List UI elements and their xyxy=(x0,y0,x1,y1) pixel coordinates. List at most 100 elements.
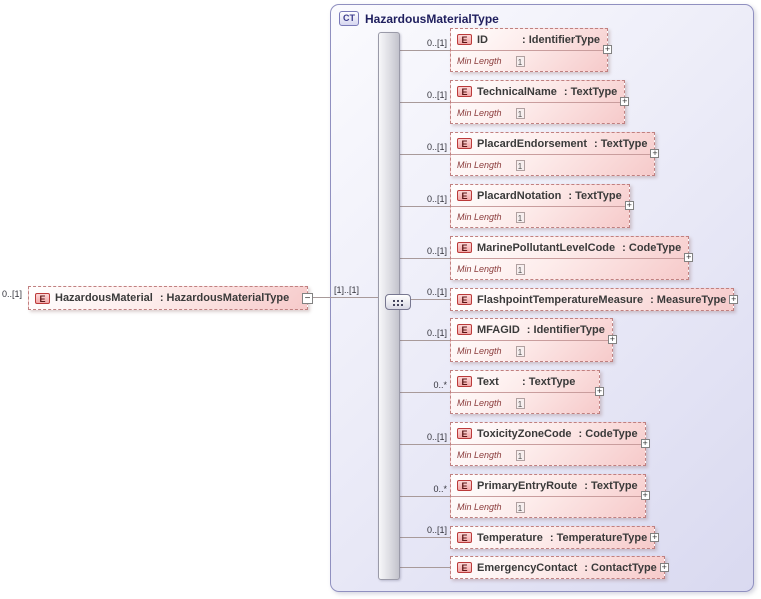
element-type: TextType xyxy=(584,480,638,492)
connector-line xyxy=(400,258,450,259)
facet-value-badge: 1 xyxy=(515,345,525,357)
element-icon: E xyxy=(35,292,50,304)
facet-label: Min Length xyxy=(457,264,502,274)
facet-value-badge: 1 xyxy=(515,397,525,409)
expand-button[interactable]: + xyxy=(640,438,650,448)
element-name: MFAGID xyxy=(477,323,520,336)
element-icon: E xyxy=(457,532,472,543)
element-icon: E xyxy=(457,428,472,439)
facet-label: Min Length xyxy=(457,502,502,512)
element-box[interactable]: E FlashpointTemperatureMeasure MeasureTy… xyxy=(450,288,739,311)
element-icon: E xyxy=(457,480,472,491)
expand-button[interactable]: + xyxy=(650,531,660,542)
element-name: ID xyxy=(477,33,488,46)
element-box[interactable]: E PlacardEndorsement TextType Min Length… xyxy=(450,132,660,176)
element-type: TextType xyxy=(564,86,618,98)
element-name-row: E Text TextType xyxy=(451,371,599,392)
element-icon: E xyxy=(457,376,472,387)
connector-line xyxy=(400,50,450,51)
root-element-box[interactable]: E HazardousMaterial HazardousMaterialTyp… xyxy=(28,286,308,310)
cardinality-label: 0..* xyxy=(433,484,447,494)
facet-label: Min Length xyxy=(457,346,502,356)
facet-label: Min Length xyxy=(457,160,502,170)
facet-value-badge: 1 xyxy=(515,501,525,513)
connector-line xyxy=(400,444,450,445)
facet-row: Min Length 1 xyxy=(451,444,645,465)
element-icon: E xyxy=(457,190,472,201)
element-name: PrimaryEntryRoute xyxy=(477,479,578,492)
complex-type-title: HazardousMaterialType xyxy=(365,11,499,26)
element-type: MeasureType xyxy=(650,294,727,306)
element-icon: E xyxy=(457,562,472,573)
expand-button[interactable]: + xyxy=(640,490,650,500)
connector-line xyxy=(400,496,450,497)
facet-label: Min Length xyxy=(457,212,502,222)
element-type: TemperatureType xyxy=(550,532,648,544)
element-type: TextType xyxy=(594,138,648,150)
element-name-row: E ToxicityZoneCode CodeType xyxy=(451,423,645,444)
element-name-row: E MarinePollutantLevelCode CodeType xyxy=(451,237,688,258)
facet-value-badge: 1 xyxy=(515,107,525,119)
facet-label: Min Length xyxy=(457,56,502,66)
facet-row: Min Length 1 xyxy=(451,340,612,361)
element-name-row: E Temperature TemperatureType xyxy=(451,527,654,548)
facet-label: Min Length xyxy=(457,108,502,118)
element-box[interactable]: E ToxicityZoneCode CodeType Min Length 1… xyxy=(450,422,650,466)
cardinality-label: 0..[1] xyxy=(426,90,447,100)
expand-button[interactable]: + xyxy=(659,561,669,572)
element-type: CodeType xyxy=(579,428,637,440)
facet-value-badge: 1 xyxy=(515,159,525,171)
expand-button[interactable]: + xyxy=(603,44,613,54)
element-name: ToxicityZoneCode xyxy=(477,427,572,440)
element-box[interactable]: E Temperature TemperatureType + xyxy=(450,526,660,549)
element-box[interactable]: E EmergencyContact ContactType + xyxy=(450,556,669,579)
element-name: FlashpointTemperatureMeasure xyxy=(477,293,644,306)
element-box[interactable]: E PlacardNotation TextType Min Length 1 … xyxy=(450,184,634,228)
sequence-dots-icon xyxy=(393,300,395,302)
element-name: Temperature xyxy=(477,531,543,544)
element-box[interactable]: E ID IdentifierType Min Length 1 + xyxy=(450,28,613,72)
facet-row: Min Length 1 xyxy=(451,258,689,279)
element-box[interactable]: E Text TextType Min Length 1 + xyxy=(450,370,604,414)
element-box[interactable]: E MFAGID IdentifierType Min Length 1 + xyxy=(450,318,617,362)
element-name-row: E TechnicalName TextType xyxy=(451,81,624,102)
complex-type-icon: CT xyxy=(339,11,359,26)
element-name: PlacardNotation xyxy=(477,189,562,202)
connector-line xyxy=(400,154,450,155)
connector-line xyxy=(400,299,450,300)
element-name-row: E EmergencyContact ContactType xyxy=(451,557,664,578)
element-box[interactable]: E MarinePollutantLevelCode CodeType Min … xyxy=(450,236,694,280)
element-name: Text xyxy=(477,375,499,388)
cardinality-label: 0..[1] xyxy=(426,328,447,338)
cardinality-label: 0..[1] xyxy=(426,246,447,256)
element-type: ContactType xyxy=(584,562,657,574)
element-box[interactable]: E TechnicalName TextType Min Length 1 + xyxy=(450,80,630,124)
sequence-icon[interactable] xyxy=(385,294,411,310)
element-type: TextType xyxy=(522,376,576,388)
cardinality-label: 0..[1] xyxy=(426,287,447,297)
facet-row: Min Length 1 xyxy=(451,496,645,517)
expand-button[interactable]: + xyxy=(620,96,630,106)
expand-button[interactable]: + xyxy=(684,252,694,262)
root-element-type: HazardousMaterialType xyxy=(160,292,290,304)
expand-button[interactable]: + xyxy=(595,386,604,396)
element-icon: E xyxy=(457,324,472,335)
facet-row: Min Length 1 xyxy=(451,392,599,413)
element-box[interactable]: E PrimaryEntryRoute TextType Min Length … xyxy=(450,474,650,518)
facet-row: Min Length 1 xyxy=(451,102,625,123)
expand-button[interactable]: + xyxy=(729,293,739,304)
expand-button[interactable]: + xyxy=(650,148,660,158)
element-name-row: E ID IdentifierType xyxy=(451,29,607,50)
connector-line xyxy=(400,102,450,103)
sequence-cardinality-label: [1]..[1] xyxy=(334,285,360,295)
expand-button[interactable]: + xyxy=(624,200,634,210)
root-element-name: HazardousMaterial xyxy=(55,292,153,304)
element-type: IdentifierType xyxy=(527,324,605,336)
element-name-row: E PlacardEndorsement TextType xyxy=(451,133,654,154)
collapse-icon[interactable]: − xyxy=(302,293,313,304)
cardinality-label: 0..[1] xyxy=(426,38,447,48)
element-name: MarinePollutantLevelCode xyxy=(477,241,616,254)
facet-label: Min Length xyxy=(457,450,502,460)
expand-button[interactable]: + xyxy=(607,334,617,344)
facet-value-badge: 1 xyxy=(515,55,525,67)
